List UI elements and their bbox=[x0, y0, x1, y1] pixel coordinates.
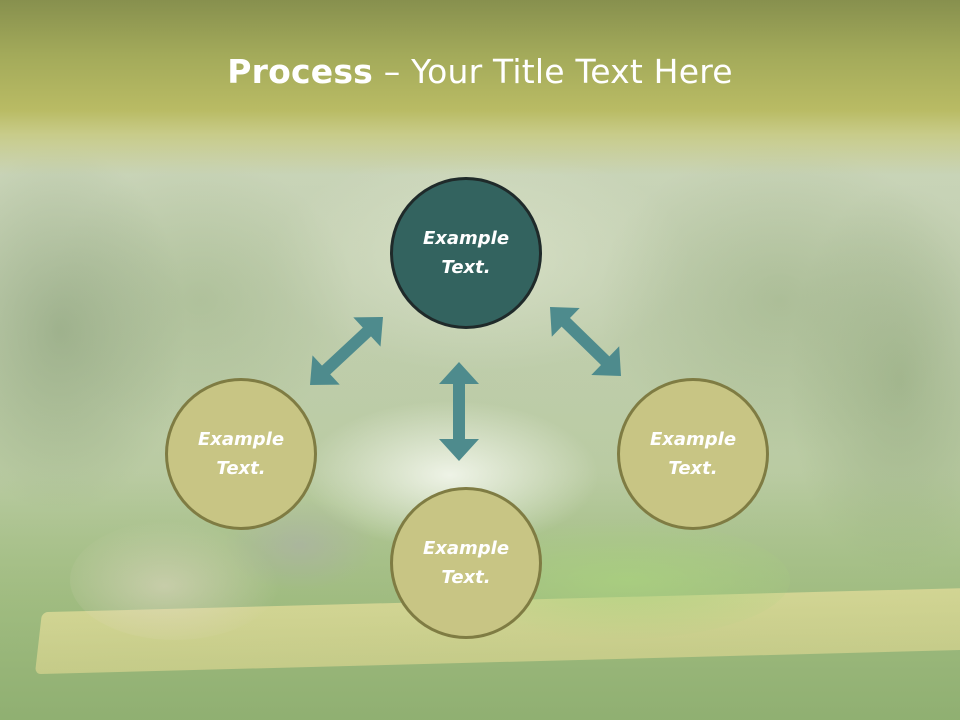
title-banner bbox=[0, 0, 960, 175]
process-node-left[interactable]: Example Text. bbox=[165, 378, 317, 530]
node-label: Example Text. bbox=[422, 228, 510, 278]
node-label: Example Text. bbox=[422, 538, 510, 588]
process-node-right[interactable]: Example Text. bbox=[617, 378, 769, 530]
title-bold: Process bbox=[227, 52, 374, 91]
process-node-bottom[interactable]: Example Text. bbox=[390, 487, 542, 639]
arrow-top-right bbox=[550, 307, 621, 376]
arrow-top-left bbox=[310, 317, 383, 385]
process-node-top[interactable]: Example Text. bbox=[390, 177, 542, 329]
node-label: Example Text. bbox=[649, 429, 737, 479]
arrow-top-bottom bbox=[439, 362, 479, 461]
title-rest: – Your Title Text Here bbox=[373, 52, 733, 91]
slide-title: Process – Your Title Text Here bbox=[0, 52, 960, 91]
node-label: Example Text. bbox=[197, 429, 285, 479]
